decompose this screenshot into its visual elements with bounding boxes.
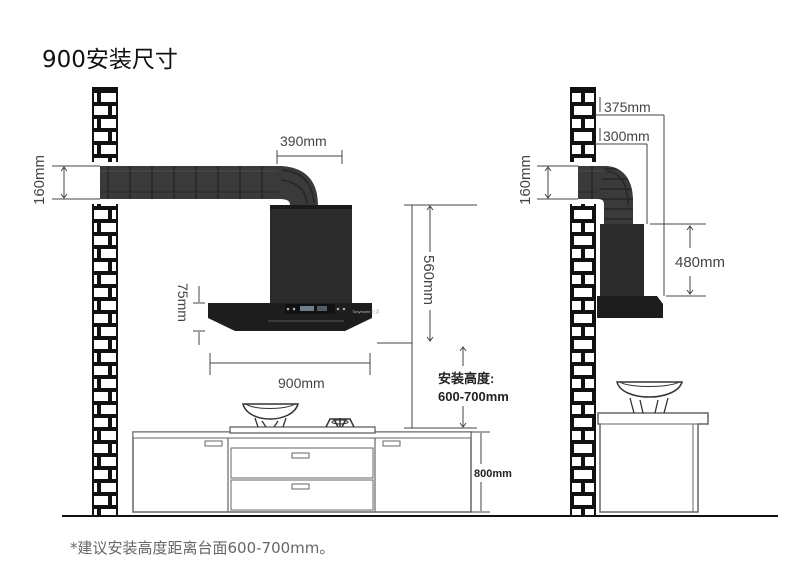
depth-inner-label: 300mm — [603, 128, 650, 144]
hood-chimney — [270, 205, 352, 303]
install-height-value: 600-700mm — [438, 389, 509, 404]
duct-height-label-side: 160mm — [517, 155, 534, 205]
install-height-title: 安装高度: — [438, 371, 494, 386]
brick-wall-side — [570, 87, 596, 517]
duct-height-label-front: 160mm — [31, 155, 48, 205]
counter-cabinet-front — [132, 431, 472, 513]
hood-width-label: 900mm — [278, 375, 325, 391]
counter-side — [597, 412, 709, 513]
panel-thickness-label: 75mm — [175, 283, 191, 322]
hood-chimney-side — [600, 224, 644, 296]
cooktop-front — [229, 426, 376, 434]
brick-wall-front — [92, 87, 118, 517]
duct-offset-label: 390mm — [280, 133, 327, 149]
duct-elbow-side — [597, 166, 633, 224]
brand-logo: Tonyhome 仕嘉 — [352, 308, 380, 314]
hood-height-label-side: 480mm — [675, 254, 725, 271]
hood-panel-side — [597, 296, 663, 318]
counter-height-label: 800mm — [474, 468, 512, 480]
footnote: *建议安装高度距离台面600-700mm。 — [70, 539, 335, 557]
burner-icon — [325, 418, 355, 428]
page-title: 900安装尺寸 — [42, 47, 178, 73]
depth-outer-label: 375mm — [604, 99, 651, 115]
hood-height-label-front: 560mm — [420, 255, 437, 305]
exhaust-duct-front — [100, 166, 282, 199]
